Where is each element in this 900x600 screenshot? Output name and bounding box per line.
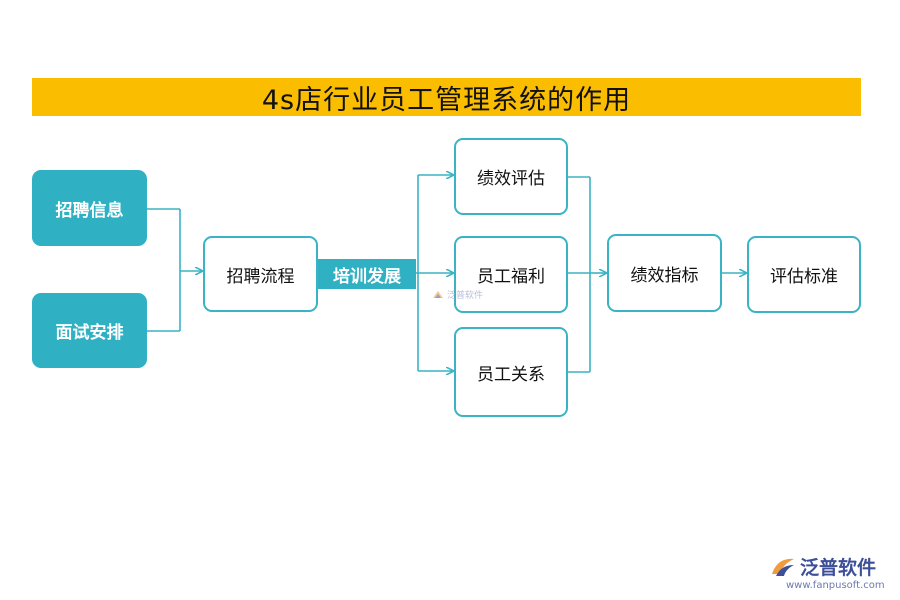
brand-logo-icon: [772, 558, 794, 576]
watermark: 泛普软件: [432, 288, 483, 301]
node-interview-schedule: 面试安排: [32, 293, 147, 368]
node-employee-benefits: 员工福利: [454, 236, 568, 313]
node-recruit-info: 招聘信息: [32, 170, 147, 246]
brand-url: www.fanpusoft.com: [786, 580, 885, 591]
watermark-text: 泛普软件: [447, 291, 484, 301]
node-employee-relations: 员工关系: [454, 327, 568, 417]
brand-logo-icon: [433, 290, 443, 298]
node-performance-indicator: 绩效指标: [607, 234, 722, 312]
node-recruit-process: 招聘流程: [203, 236, 318, 312]
brand-logo: 泛普软件 www.fanpusoft.com: [770, 553, 895, 591]
brand-name: 泛普软件: [800, 557, 877, 579]
tag-training-development: 培训发展: [318, 259, 416, 289]
page-title: 4s店行业员工管理系统的作用: [32, 78, 861, 116]
node-evaluation-standard: 评估标准: [747, 236, 861, 313]
node-performance-evaluation: 绩效评估: [454, 138, 568, 215]
